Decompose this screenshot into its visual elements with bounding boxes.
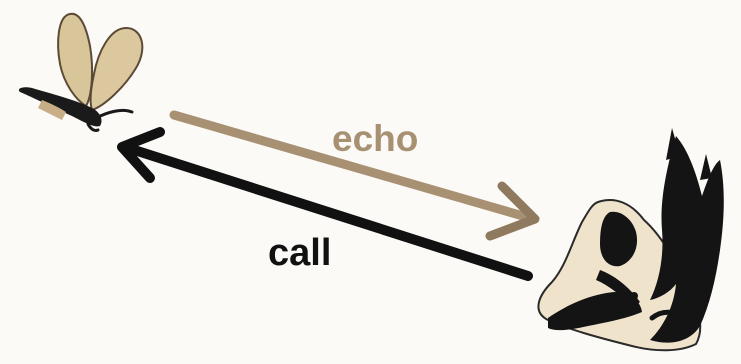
moth-icon [19, 14, 142, 131]
bat-icon [538, 128, 723, 350]
call-label: call [268, 232, 331, 275]
echo-label: echo [332, 118, 418, 160]
